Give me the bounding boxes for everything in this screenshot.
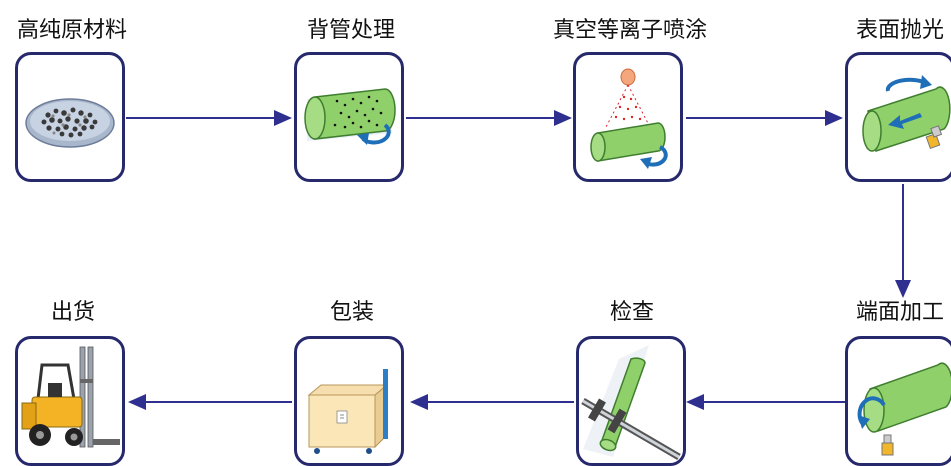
step-6-label: 检查 xyxy=(609,300,654,325)
step-3-card xyxy=(573,52,683,182)
end-face-machining-icon xyxy=(857,362,951,456)
surface-polish-icon xyxy=(862,75,951,152)
step-4-label: 表面抛光 xyxy=(855,18,944,43)
raw-material-dish-icon xyxy=(25,98,115,148)
step-1-label: 高纯原材料 xyxy=(16,18,127,43)
packing-crate-icon xyxy=(307,369,389,454)
forklift-shipping-icon xyxy=(21,346,120,448)
plasma-spray-icon xyxy=(590,68,668,169)
step-5-label: 端面加工 xyxy=(855,300,944,325)
step-3-label: 真空等离子喷涂 xyxy=(552,18,707,43)
caliper-inspection-icon xyxy=(581,345,681,461)
step-4-card xyxy=(845,52,951,182)
step-8-card xyxy=(15,336,125,466)
step-1-card xyxy=(15,52,125,182)
step-7-card xyxy=(294,336,404,466)
step-6-card xyxy=(576,336,686,466)
backing-tube-treatment-icon xyxy=(304,88,396,145)
step-8-label: 出货 xyxy=(50,300,95,325)
step-7-label: 包装 xyxy=(329,300,374,325)
step-2-card xyxy=(294,52,404,182)
step-2-label: 背管处理 xyxy=(306,18,395,43)
step-5-card xyxy=(845,336,951,466)
